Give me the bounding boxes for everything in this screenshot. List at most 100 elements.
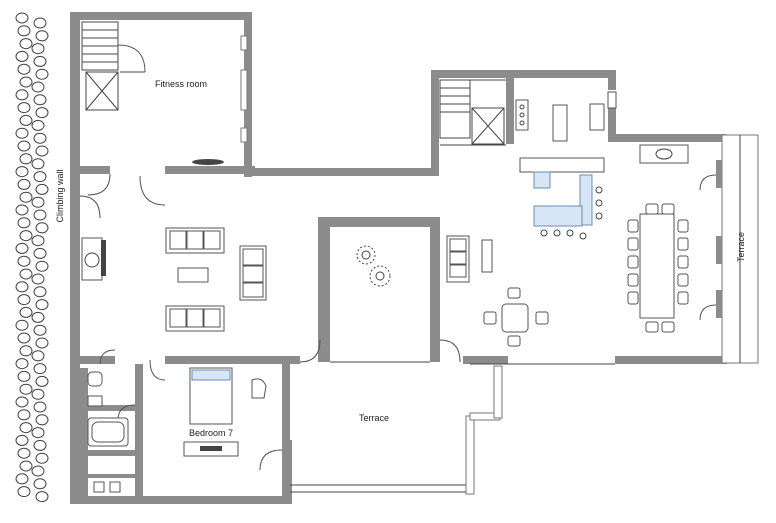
climbing-hold	[15, 204, 29, 216]
climbing-hold	[15, 89, 29, 101]
climbing-hold	[17, 140, 31, 152]
climbing-hold	[17, 25, 31, 37]
wall-courtyard-left	[318, 217, 330, 362]
climbing-hold	[19, 422, 33, 434]
climbing-hold	[19, 306, 33, 318]
climbing-hold	[33, 132, 47, 144]
wall-top-right-end	[608, 70, 616, 90]
climbing-hold	[33, 324, 47, 336]
climbing-hold	[31, 119, 45, 131]
climbing-hold	[31, 235, 45, 247]
dining-chair	[677, 219, 689, 233]
dining-chair	[627, 273, 639, 287]
climbing-hold	[33, 55, 47, 67]
dining-chair	[627, 291, 639, 305]
climbing-hold	[33, 363, 47, 375]
climbing-hold	[19, 383, 33, 395]
climbing-hold	[19, 268, 33, 280]
climbing-hold	[33, 171, 47, 183]
kitchen	[439, 78, 689, 240]
wall-fitness-bottom-right	[165, 166, 255, 174]
wall-bath-div-3	[88, 474, 135, 478]
climbing-hold	[33, 401, 47, 413]
climbing-hold	[33, 286, 47, 298]
wall-top-right-lower	[608, 108, 616, 142]
climbing-hold	[33, 94, 47, 106]
label-fitness-room: Fitness room	[155, 79, 207, 89]
climbing-hold	[15, 281, 29, 293]
climbing-hold	[15, 434, 29, 446]
climbing-hold	[17, 217, 31, 229]
wall-courtyard-right	[430, 217, 440, 362]
climbing-hold	[35, 107, 49, 119]
wall-fitness-right	[244, 12, 252, 177]
courtyard-plants	[330, 245, 430, 363]
dining-chair	[627, 219, 639, 233]
dining-chair	[627, 237, 639, 251]
climbing-hold	[35, 491, 49, 503]
climbing-hold	[15, 127, 29, 139]
label-terrace-right: Terrace	[736, 232, 746, 262]
dining-chair	[661, 203, 675, 215]
climbing-hold	[17, 178, 31, 190]
climbing-hold	[17, 102, 31, 114]
climbing-hold	[19, 114, 33, 126]
climbing-holds	[15, 12, 49, 503]
dining-chair	[645, 321, 659, 333]
climbing-hold	[31, 427, 45, 439]
climbing-hold	[31, 388, 45, 400]
climbing-hold	[33, 247, 47, 259]
climbing-hold	[35, 414, 49, 426]
climbing-hold	[17, 447, 31, 459]
wall-living-bottom-mid	[165, 356, 300, 364]
wall-living-bottom-left	[80, 356, 115, 364]
climbing-hold	[15, 50, 29, 62]
climbing-hold	[19, 191, 33, 203]
climbing-hold	[19, 230, 33, 242]
living-room-furniture	[81, 227, 267, 332]
bathroom-fixtures	[87, 371, 129, 493]
bedroom-furniture	[183, 367, 267, 457]
climbing-hold	[17, 294, 31, 306]
climbing-hold	[15, 12, 29, 24]
label-climbing-wall: Climbing wall	[55, 169, 65, 222]
right-terrace	[699, 134, 759, 364]
climbing-hold	[33, 478, 47, 490]
wall-bottom-right-b	[615, 356, 727, 364]
dining-chair	[677, 237, 689, 251]
climbing-hold	[19, 153, 33, 165]
label-terrace-center: Terrace	[359, 413, 389, 423]
wall-mid-top	[244, 168, 439, 176]
climbing-hold	[31, 350, 45, 362]
climbing-hold	[31, 43, 45, 55]
wall-bedroom-right	[282, 364, 290, 496]
wall-bedroom-right-lower	[282, 440, 292, 500]
climbing-hold	[33, 439, 47, 451]
climbing-hold	[31, 311, 45, 323]
wall-left	[70, 12, 80, 504]
climbing-hold	[33, 209, 47, 221]
dining-chair	[677, 291, 689, 305]
wall-courtyard-top	[318, 217, 440, 227]
dining-chair	[661, 321, 675, 333]
climbing-hold	[17, 370, 31, 382]
climbing-hold	[31, 273, 45, 285]
climbing-hold	[15, 358, 29, 370]
climbing-hold	[35, 337, 49, 349]
climbing-hold	[31, 158, 45, 170]
climbing-hold	[31, 81, 45, 93]
wall-stair-left	[431, 70, 439, 176]
climbing-hold	[35, 145, 49, 157]
climbing-hold	[17, 332, 31, 344]
dining-chairs	[627, 203, 689, 333]
climbing-hold	[17, 409, 31, 421]
climbing-hold	[19, 38, 33, 50]
climbing-hold	[35, 299, 49, 311]
climbing-hold	[15, 396, 29, 408]
climbing-hold	[19, 460, 33, 472]
climbing-hold	[35, 260, 49, 272]
climbing-hold	[31, 196, 45, 208]
climbing-hold	[17, 63, 31, 75]
dining-chair	[677, 255, 689, 269]
